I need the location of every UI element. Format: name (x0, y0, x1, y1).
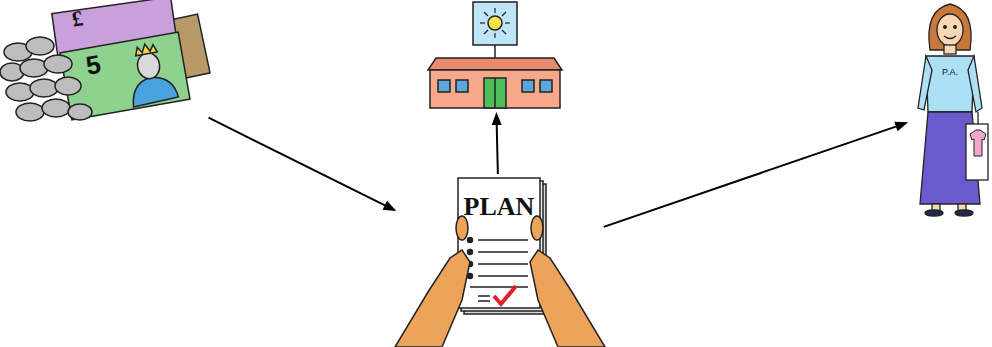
right-arm (968, 56, 982, 112)
document-title: PLAN (458, 194, 540, 220)
flow-arrow (604, 122, 908, 227)
money-clipart (0, 0, 210, 121)
window (438, 80, 450, 92)
pink-shirt (970, 130, 986, 156)
building-body (430, 70, 560, 108)
building-clipart (428, 2, 562, 108)
flow-arrow (209, 118, 397, 211)
sun (488, 16, 502, 30)
plan-node: PLAN (400, 178, 600, 347)
equals-sign (478, 296, 490, 301)
bullet-list (468, 238, 529, 288)
sun-rays (480, 8, 510, 38)
door (484, 78, 506, 108)
right-arm (530, 250, 605, 347)
sign-pole (494, 45, 496, 58)
left-arm (918, 56, 932, 110)
banknote (60, 32, 190, 120)
shirt (926, 56, 974, 112)
currency-symbol: £ (71, 7, 85, 30)
neck (944, 45, 956, 54)
shirt-label: P.A. (930, 68, 970, 77)
person-node: P.A. (912, 0, 988, 216)
denomination: 5 (84, 51, 103, 79)
woman-clipart (918, 4, 988, 216)
left-arm (395, 250, 470, 347)
portrait (123, 40, 179, 107)
hair (929, 4, 971, 50)
coins (0, 37, 92, 121)
shopping-bag (966, 124, 988, 180)
door-split (494, 78, 496, 108)
window (522, 80, 534, 92)
plan-clipart (395, 178, 605, 347)
face (937, 14, 963, 46)
building-node (425, 0, 565, 108)
window (456, 80, 468, 92)
flow-arrow (492, 112, 502, 174)
roof (428, 58, 562, 70)
shoe (925, 210, 943, 216)
check-mark (494, 286, 516, 304)
bag-handle (977, 112, 978, 124)
money-node: £5 (0, 0, 205, 130)
window (540, 80, 552, 92)
sign-board (473, 2, 517, 45)
shoe (955, 210, 973, 216)
smile (944, 36, 956, 39)
paper (458, 178, 540, 308)
